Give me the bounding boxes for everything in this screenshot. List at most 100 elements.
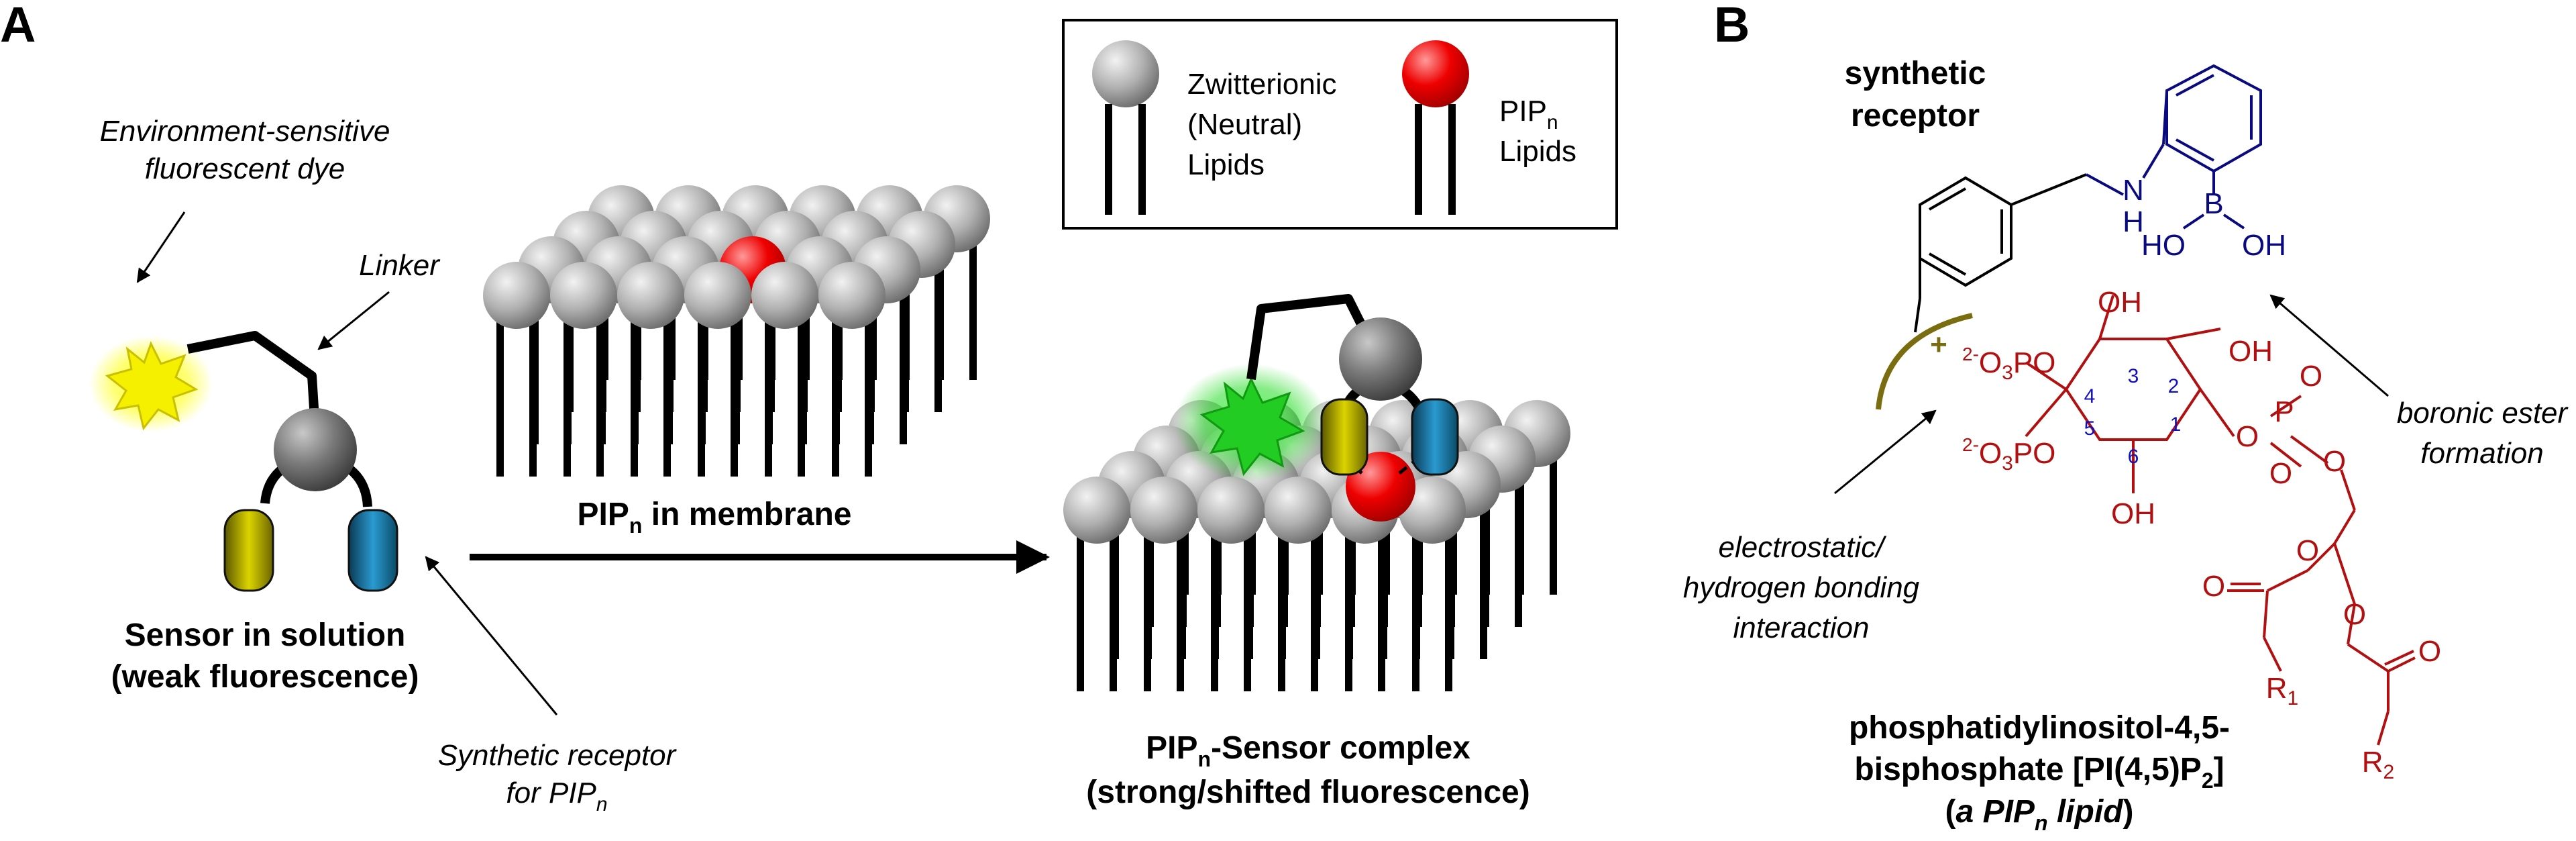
lipid-tail	[1110, 524, 1117, 691]
charge-plus: +	[1930, 328, 1947, 361]
membrane-pipn	[483, 185, 990, 477]
electro-line1: electrostatic/	[1719, 531, 1887, 564]
oh-top: OH	[2098, 286, 2142, 319]
ring-number-4: 4	[2084, 385, 2096, 407]
panel-a-letter: A	[0, 0, 36, 52]
carbonyl-o1: O	[2202, 570, 2225, 603]
lipid-head	[1130, 477, 1197, 544]
legend-pip-line2: Lipids	[1499, 135, 1576, 168]
bound-yellow-cup	[1320, 398, 1368, 476]
legend-pip-head	[1402, 40, 1469, 107]
lipid-tail	[1278, 524, 1285, 691]
receptor-label-line1: Synthetic receptor	[438, 739, 678, 772]
linker-label: Linker	[359, 249, 441, 282]
lipid-tail	[1550, 447, 1557, 595]
legend-zwitterionic-line2: (Neutral)	[1187, 108, 1302, 141]
receptor-core	[274, 408, 357, 491]
glycerol-o2: O	[2343, 598, 2366, 631]
lipid-head	[550, 262, 617, 329]
lipid-tail	[865, 309, 872, 477]
lipid-tail	[1480, 498, 1487, 659]
legend-zwitterionic-tail-1	[1105, 104, 1112, 215]
legend-pip-tail-1	[1415, 104, 1422, 215]
lipid-head	[1197, 477, 1265, 544]
lipid-tail	[663, 309, 671, 477]
lipid-tail	[969, 232, 977, 380]
lipid-tail	[832, 309, 839, 477]
lipid-tail	[496, 309, 504, 477]
r1-group: R1	[2266, 672, 2298, 709]
bound-linker	[1246, 294, 1373, 380]
electro-line2: hydrogen bonding	[1683, 571, 1920, 604]
yellow-binding-cup	[223, 509, 274, 592]
legend-zwitterionic-tail-2	[1138, 104, 1146, 215]
r2-group: R2	[2362, 746, 2394, 783]
lipid-head	[617, 262, 684, 329]
receptor-arrow	[425, 556, 558, 715]
lipid-tail	[529, 309, 537, 477]
lipid-name-line2: bisphosphate [PI(4,5)P2]	[1854, 752, 2224, 793]
panel-b-letter: B	[1714, 0, 1750, 52]
electro-arrow	[1834, 409, 1937, 495]
bound-pip-head	[1346, 452, 1415, 522]
lipid-head	[684, 262, 751, 329]
lipid-head	[483, 262, 550, 329]
lipid-tail	[731, 309, 738, 477]
lipid-tail	[798, 309, 805, 477]
legend-zwitterionic-line3: Lipids	[1187, 148, 1265, 181]
electro-line3: interaction	[1733, 611, 1869, 644]
dye-arrow	[136, 211, 186, 283]
lipid-head	[1399, 477, 1466, 544]
charge-arc	[1876, 313, 1973, 410]
carbonyl-o2: O	[2418, 635, 2441, 668]
bound-receptor-core	[1339, 317, 1422, 401]
phenyl-ring	[2165, 64, 2262, 173]
sensor-line1: Sensor in solution	[125, 617, 406, 653]
phosphorus: P	[2274, 395, 2294, 428]
ring-number-1: 1	[2170, 413, 2182, 436]
dye-label-line2: fluorescent dye	[145, 152, 345, 185]
lipid-tail	[1244, 524, 1251, 691]
legend-zwitterionic-head	[1092, 40, 1159, 107]
receptor-title-line2: receptor	[1851, 98, 1980, 134]
amine-n: N	[2123, 174, 2144, 207]
lipid-tail	[698, 309, 705, 477]
lipid-tail	[1412, 524, 1419, 691]
lipid-tail	[1144, 524, 1151, 691]
free-sensor	[89, 331, 398, 592]
legend: Zwitterionic (Neutral) Lipids PIPn Lipid…	[1062, 19, 1618, 230]
boron-atom: B	[2204, 187, 2223, 220]
sensor-line2: (weak fluorescence)	[111, 659, 419, 695]
benzyl-ring	[1919, 176, 2012, 287]
ring-number-6: 6	[2128, 446, 2139, 468]
lipid-tail	[1177, 524, 1184, 691]
linker-arrow	[317, 291, 390, 350]
lipid-head	[1063, 477, 1130, 544]
lipid-head	[818, 262, 885, 329]
inositol-structure	[2025, 295, 2416, 746]
ring-number-2: 2	[2168, 375, 2180, 397]
lipid-name-line1: phosphatidylinositol-4,5-	[1849, 710, 2230, 746]
lipid-tail	[631, 309, 638, 477]
dye-label-line1: Environment-sensitive	[100, 115, 390, 148]
p-o-bottom: O	[2269, 457, 2292, 490]
lipid-tail	[1211, 524, 1218, 691]
bound-sensor	[1174, 294, 1459, 522]
complex-line2: (strong/shifted fluorescence)	[1086, 775, 1529, 810]
lipid-tail	[900, 283, 907, 444]
legend-pip-line1: PIPn	[1499, 95, 1558, 134]
boronic-line2: formation	[2420, 437, 2543, 470]
lipid-tail	[1077, 524, 1084, 691]
boron-oh: OH	[2242, 229, 2286, 262]
phosphate-4: 2-O3PO	[1962, 344, 2055, 384]
lipid-tail	[1515, 473, 1522, 627]
p-o-top: O	[2300, 360, 2322, 393]
membrane-label: PIPn in membrane	[577, 497, 851, 538]
lipid-head	[1265, 477, 1332, 544]
lipid-tail	[765, 309, 772, 477]
lipid-tail	[934, 258, 942, 412]
green-dye-star-icon	[1199, 377, 1305, 477]
lipid-name-line3: (a PIPn lipid)	[1945, 794, 2134, 835]
ring-number-3: 3	[2128, 365, 2139, 387]
